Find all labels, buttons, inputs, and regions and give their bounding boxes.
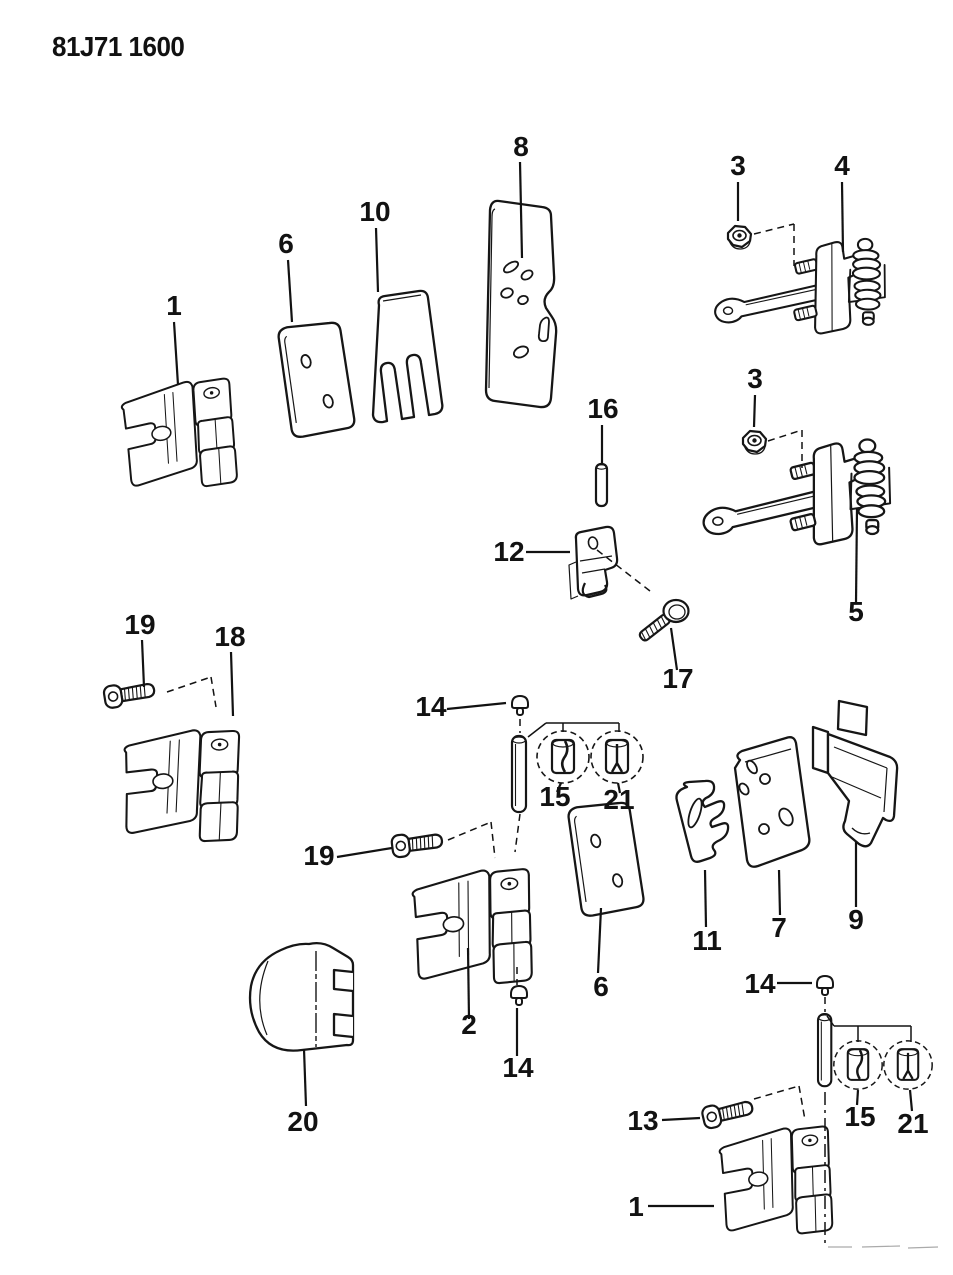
callout-17: 17 bbox=[662, 663, 693, 694]
callout-14-lower: 14 bbox=[502, 1052, 534, 1083]
callout-11: 11 bbox=[692, 925, 722, 956]
leader-21-upper bbox=[616, 782, 622, 794]
leader-6-lower bbox=[596, 907, 603, 974]
part-21-bushing-upper bbox=[589, 729, 645, 785]
leader-19-lower bbox=[336, 846, 393, 859]
part-2-door-hinge bbox=[410, 866, 535, 985]
alignment-line bbox=[447, 821, 492, 841]
callout-1-upper: 1 bbox=[166, 290, 182, 321]
callout-8: 8 bbox=[513, 131, 529, 162]
part-14-screw-upper bbox=[511, 695, 529, 716]
leader-1-upper bbox=[172, 321, 180, 386]
alignment-line bbox=[490, 821, 496, 859]
leader-5 bbox=[854, 507, 859, 604]
alignment-line bbox=[798, 1085, 806, 1121]
leader-15-lower bbox=[855, 1089, 860, 1106]
callout-12: 12 bbox=[493, 536, 524, 567]
part-8-large-gasket-plate bbox=[484, 199, 558, 409]
part-19-screw-lower bbox=[389, 828, 445, 859]
part-13-screw bbox=[699, 1095, 756, 1131]
leader-18 bbox=[229, 651, 235, 717]
leader-3-lower bbox=[752, 394, 757, 428]
leader-20 bbox=[302, 1048, 308, 1107]
callout-4: 4 bbox=[834, 150, 850, 181]
callout-7: 7 bbox=[771, 912, 787, 943]
part-3-hex-nut-lower bbox=[741, 429, 768, 456]
alignment-line bbox=[166, 676, 212, 693]
leader-7 bbox=[777, 869, 782, 916]
callout-13: 13 bbox=[627, 1105, 658, 1136]
leader-13 bbox=[661, 1116, 701, 1122]
alignment-line bbox=[514, 813, 521, 853]
callout-3-lower: 3 bbox=[747, 363, 763, 394]
alignment-line bbox=[753, 223, 795, 235]
part-19-screw-upper bbox=[101, 678, 157, 710]
callout-19-lower: 19 bbox=[303, 840, 334, 871]
callout-1-lower: 1 bbox=[628, 1191, 644, 1222]
part-14-screw-right bbox=[816, 975, 834, 996]
callout-6-lower: 6 bbox=[593, 971, 609, 1002]
leader-2 bbox=[466, 947, 471, 1020]
alignment-line bbox=[767, 429, 803, 442]
leader-17 bbox=[669, 627, 679, 671]
part-3-hex-nut-upper bbox=[726, 224, 753, 251]
part-12-check-bracket bbox=[568, 525, 619, 600]
part-21-bushing-lower bbox=[882, 1039, 934, 1091]
leader-21-lower bbox=[908, 1089, 914, 1112]
hinge-pin-middle bbox=[510, 734, 528, 814]
callout-2: 2 bbox=[461, 1009, 477, 1040]
part-4-door-check-upper bbox=[713, 235, 887, 336]
leader-14-upper bbox=[446, 701, 507, 711]
callout-5: 5 bbox=[848, 596, 864, 627]
alignment-line bbox=[753, 1085, 800, 1100]
part-5-door-check-lower bbox=[702, 438, 892, 546]
part-15-bushing-lower bbox=[832, 1039, 884, 1091]
leader-4 bbox=[840, 181, 845, 253]
alignment-line bbox=[210, 676, 217, 708]
callout-14-right: 14 bbox=[744, 968, 776, 999]
callout-15-upper: 15 bbox=[539, 781, 570, 812]
part-11-hooked-shim bbox=[675, 779, 730, 863]
callout-21-lower: 21 bbox=[897, 1108, 928, 1139]
callout-10: 10 bbox=[359, 196, 390, 227]
part-20-cover-cap bbox=[248, 941, 355, 1052]
bracket-line bbox=[826, 1015, 835, 1027]
part-15-bushing-upper bbox=[535, 729, 591, 785]
part-6-gasket-lower bbox=[566, 800, 646, 918]
callout-3-upper: 3 bbox=[730, 150, 746, 181]
print-artifact bbox=[828, 1245, 939, 1249]
part-18-door-hinge bbox=[117, 722, 246, 845]
callout-20: 20 bbox=[287, 1106, 318, 1137]
drawing-number: 81J71 1600 bbox=[52, 30, 185, 63]
part-1-door-hinge-upper bbox=[119, 377, 239, 490]
leader-11 bbox=[703, 869, 708, 928]
callout-19-upper: 19 bbox=[124, 609, 155, 640]
callout-14-upper: 14 bbox=[415, 691, 447, 722]
leader-8 bbox=[518, 161, 524, 259]
bracket-line bbox=[527, 722, 547, 738]
part-6-gasket-upper bbox=[276, 320, 357, 439]
callout-6-upper: 6 bbox=[278, 228, 294, 259]
leader-15-upper bbox=[555, 782, 563, 793]
part-10-slotted-shim bbox=[371, 289, 444, 424]
part-9-reinforcement-bracket bbox=[811, 699, 899, 848]
callout-21-upper: 21 bbox=[603, 784, 634, 815]
part-7-shim-plate bbox=[733, 736, 811, 868]
callout-18: 18 bbox=[214, 621, 245, 652]
callout-16: 16 bbox=[587, 393, 618, 424]
part-17-hex-bolt bbox=[637, 598, 690, 644]
part-16-small-pin bbox=[594, 462, 609, 508]
hinge-pin-right bbox=[816, 1012, 833, 1088]
part-14-screw-lower bbox=[510, 985, 528, 1006]
callout-9: 9 bbox=[848, 904, 864, 935]
leader-6-upper bbox=[286, 259, 294, 323]
part-1-door-hinge-lower bbox=[718, 1125, 834, 1235]
leader-10 bbox=[374, 227, 380, 293]
callout-15-lower: 15 bbox=[844, 1101, 875, 1132]
leader-19-upper bbox=[140, 639, 146, 688]
